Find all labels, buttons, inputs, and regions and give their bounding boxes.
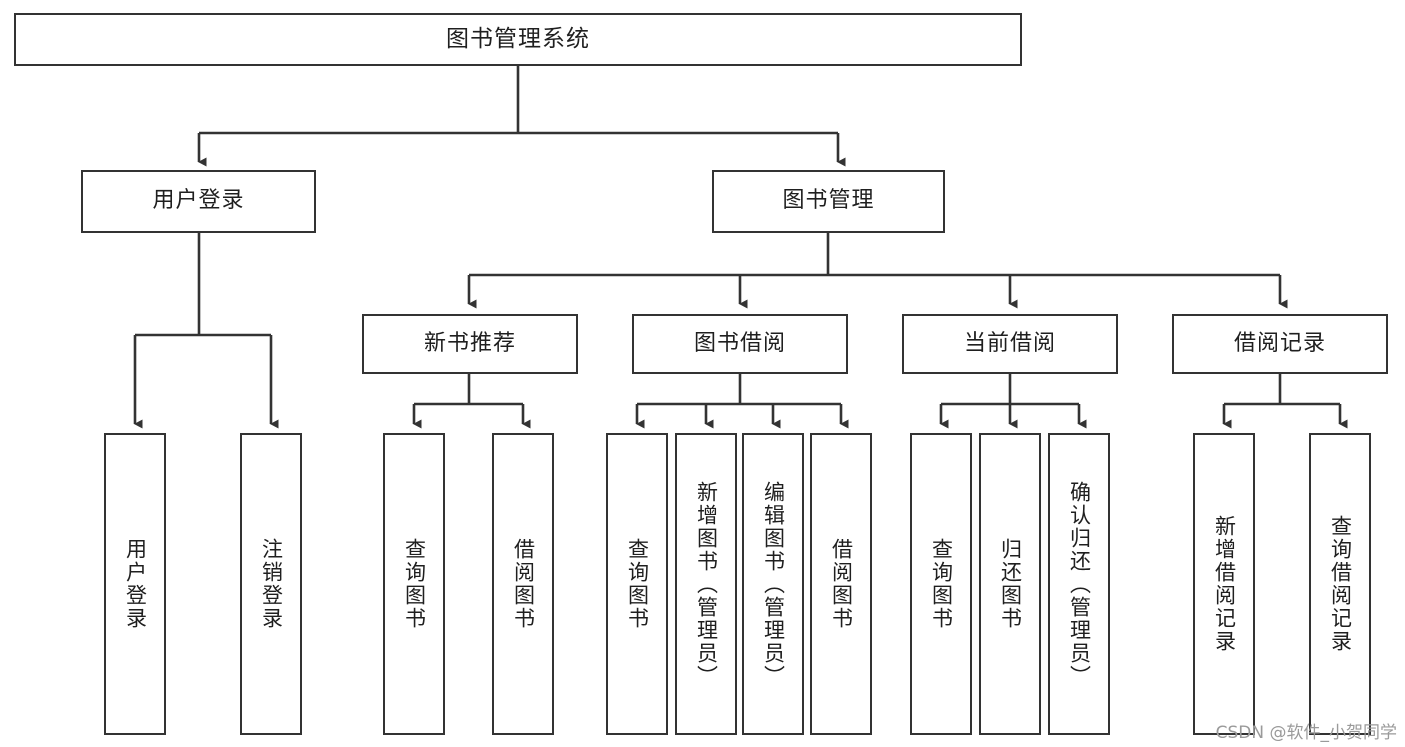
csdn-watermark: CSDN @软件_小贺同学 — [1215, 723, 1397, 743]
node-label: 用户登录 — [152, 188, 245, 214]
node-user-login[interactable]: 用户登录 — [81, 170, 316, 233]
node-label: 确认归还（管理员） — [1067, 480, 1092, 688]
leaf-book-borrow-borrow-book[interactable]: 借阅图书 — [810, 433, 872, 735]
leaf-user-login-login[interactable]: 用户登录 — [104, 433, 166, 735]
node-label: 图书借阅 — [693, 330, 786, 356]
leaf-new-book-query-book[interactable]: 查询图书 — [383, 433, 445, 735]
node-label: 查询借阅记录 — [1328, 515, 1353, 653]
leaf-book-borrow-edit-book-admin[interactable]: 编辑图书（管理员） — [742, 433, 804, 735]
leaf-new-book-borrow-book[interactable]: 借阅图书 — [492, 433, 554, 735]
node-label: 注销登录 — [259, 538, 284, 630]
leaf-borrow-record-query-record[interactable]: 查询借阅记录 — [1309, 433, 1371, 735]
leaf-book-borrow-add-book-admin[interactable]: 新增图书（管理员） — [675, 433, 737, 735]
leaf-current-borrow-return-book[interactable]: 归还图书 — [979, 433, 1041, 735]
leaf-current-borrow-confirm-return-admin[interactable]: 确认归还（管理员） — [1048, 433, 1110, 735]
node-label: 借阅图书 — [829, 538, 854, 630]
node-new-book-recommend[interactable]: 新书推荐 — [362, 314, 578, 374]
node-book-borrow[interactable]: 图书借阅 — [632, 314, 848, 374]
node-book-management[interactable]: 图书管理 — [712, 170, 945, 233]
node-current-borrow[interactable]: 当前借阅 — [902, 314, 1118, 374]
node-label: 借阅图书 — [511, 538, 536, 630]
leaf-current-borrow-query-book[interactable]: 查询图书 — [910, 433, 972, 735]
node-label: 查询图书 — [402, 538, 427, 630]
leaf-user-login-logout[interactable]: 注销登录 — [240, 433, 302, 735]
node-label: 归还图书 — [998, 538, 1023, 630]
node-label: 图书管理系统 — [446, 25, 590, 52]
node-label: 图书管理 — [782, 188, 875, 214]
node-label: 查询图书 — [625, 538, 650, 630]
node-label: 当前借阅 — [963, 330, 1056, 356]
node-label: 借阅记录 — [1233, 330, 1326, 356]
node-label: 新增借阅记录 — [1212, 515, 1237, 653]
node-borrow-record[interactable]: 借阅记录 — [1172, 314, 1388, 374]
node-label: 查询图书 — [929, 538, 954, 630]
node-root-book-management-system[interactable]: 图书管理系统 — [14, 13, 1022, 66]
node-label: 新增图书（管理员） — [694, 480, 719, 688]
leaf-borrow-record-add-record[interactable]: 新增借阅记录 — [1193, 433, 1255, 735]
node-label: 用户登录 — [123, 538, 148, 630]
node-label: 编辑图书（管理员） — [761, 480, 786, 688]
leaf-book-borrow-query-book[interactable]: 查询图书 — [606, 433, 668, 735]
node-label: 新书推荐 — [423, 330, 516, 356]
